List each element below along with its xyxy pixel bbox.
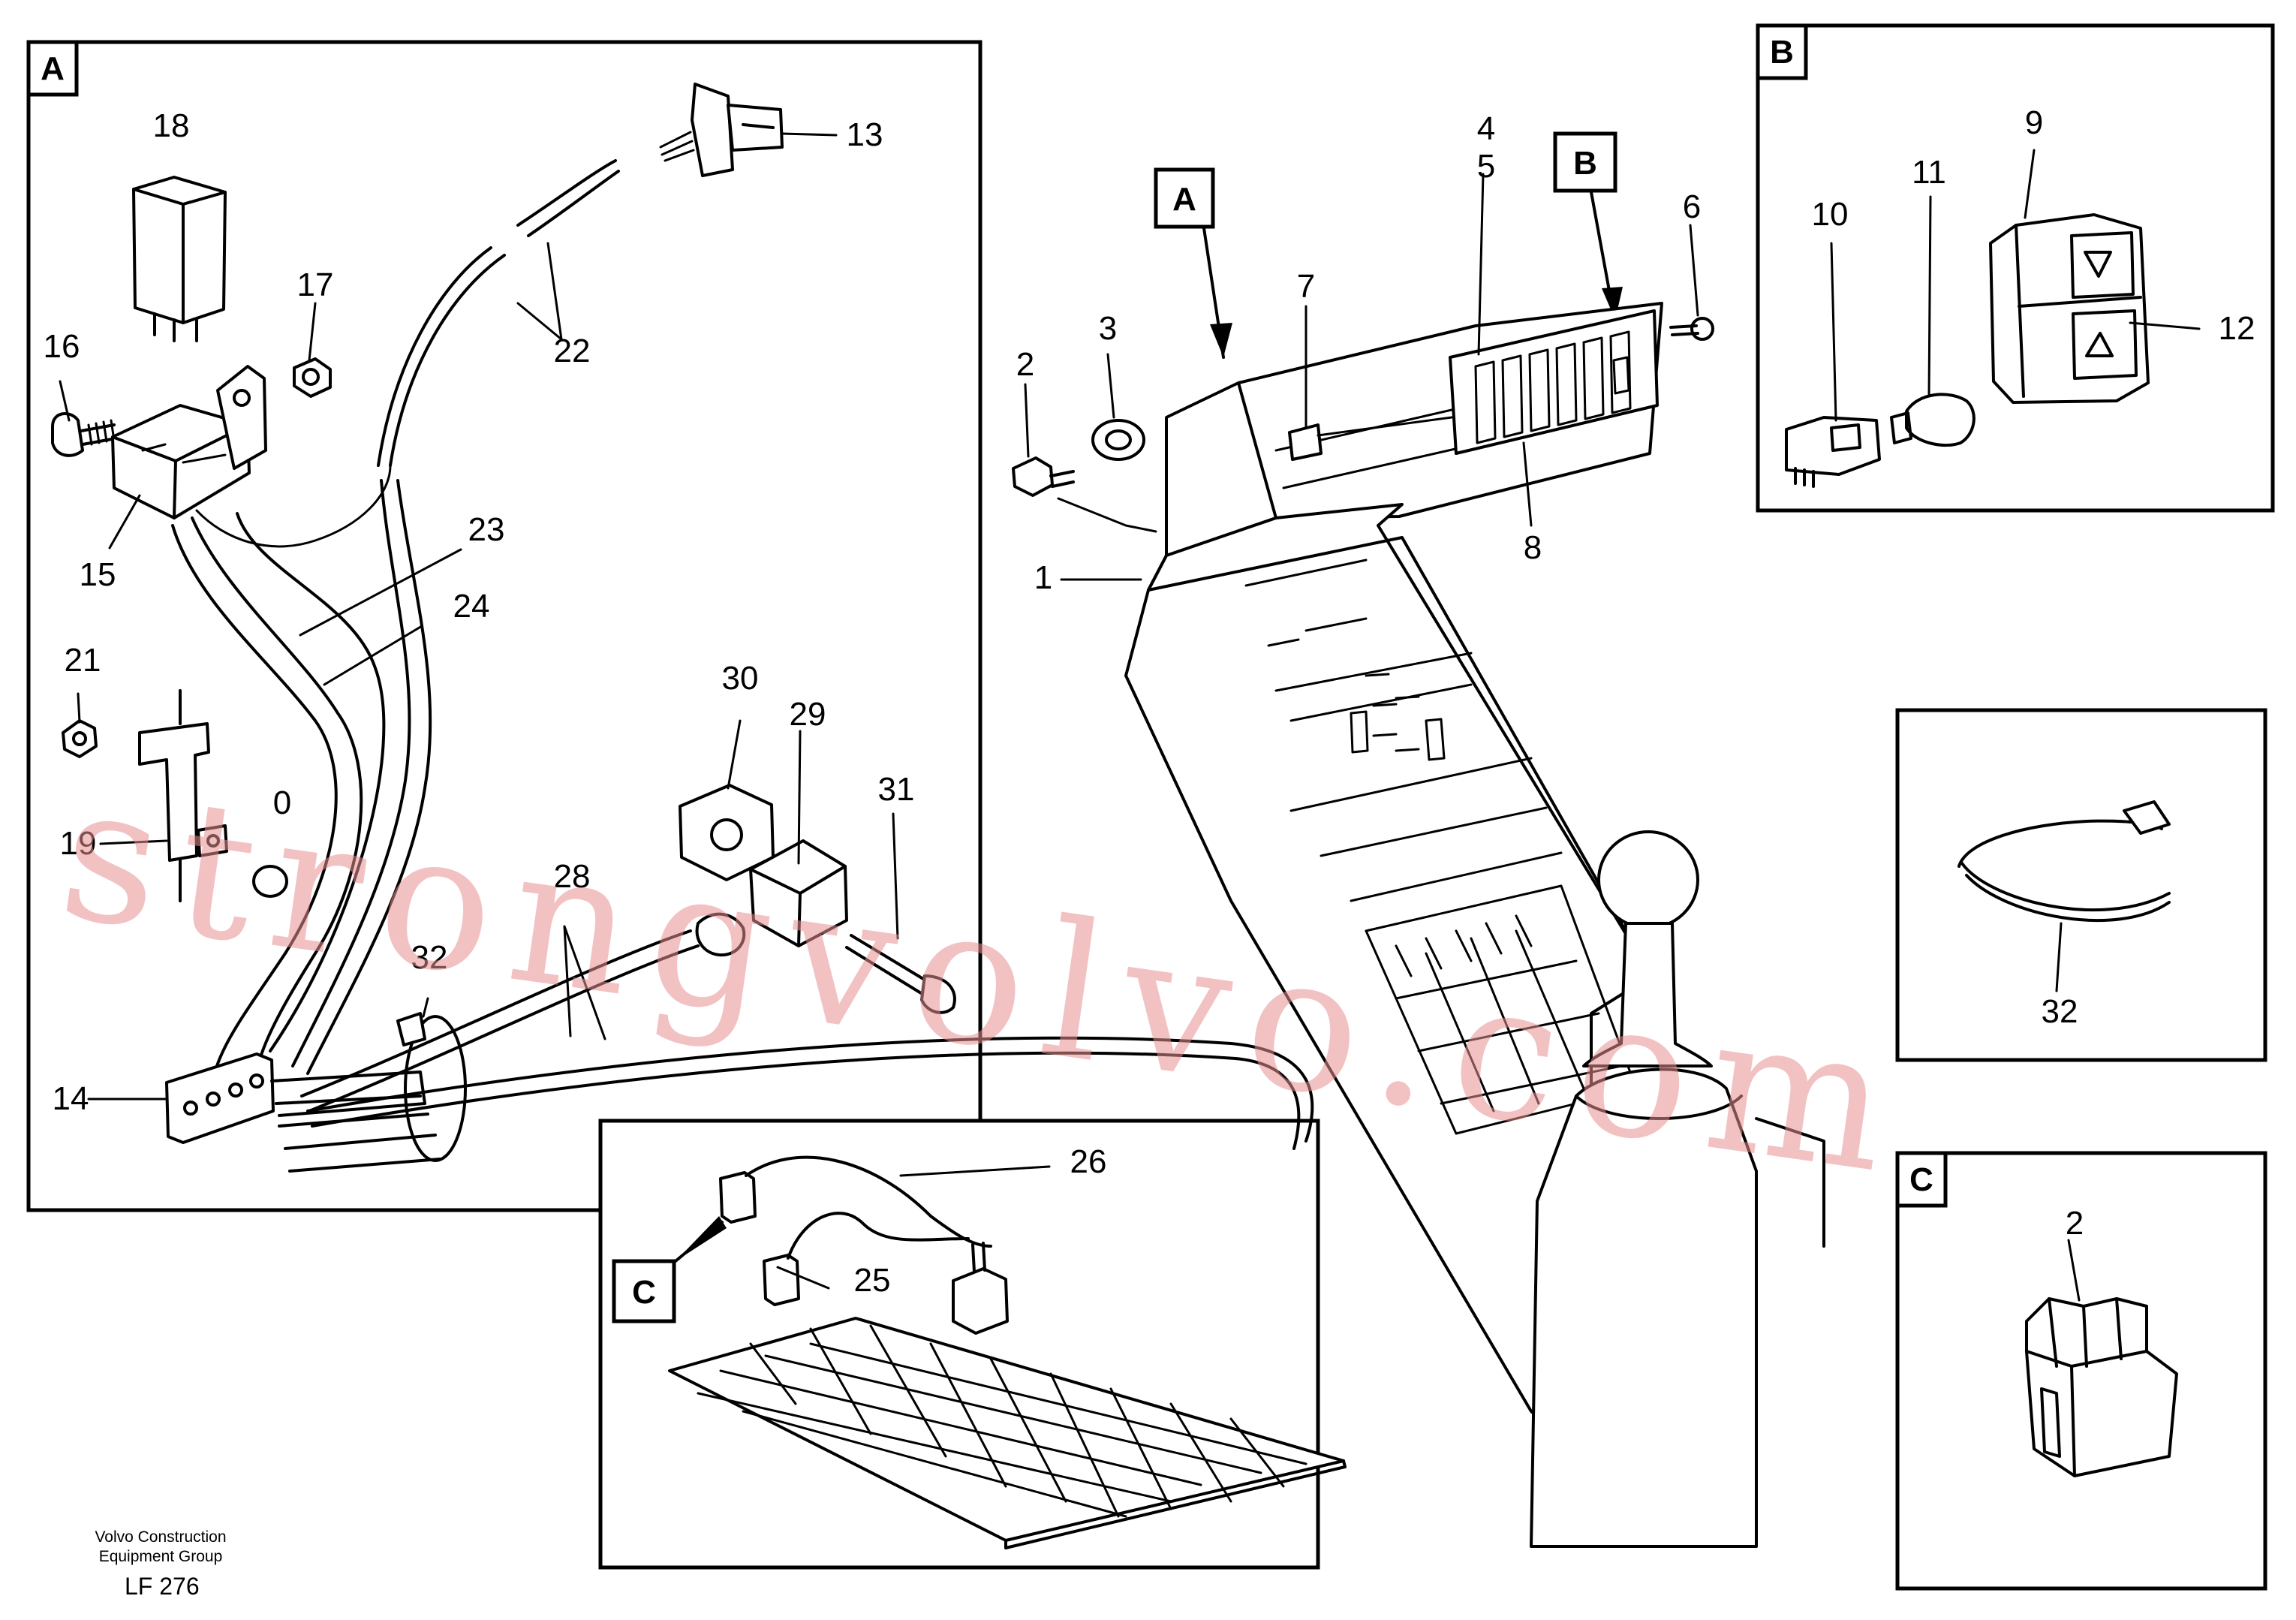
flasher-15 (111, 365, 267, 519)
detail-frame-32 (1895, 708, 2267, 1062)
pointer-tags: A B C (612, 131, 1623, 1323)
nut-17 (293, 357, 332, 398)
footer-company-line1: Volvo Construction (95, 1528, 226, 1546)
callout-13: 13 (847, 116, 883, 153)
bulb-holder-29-30 (679, 784, 848, 957)
callout-22: 22 (554, 333, 591, 369)
callout-19: 19 (60, 825, 97, 862)
bolt-2 (1012, 456, 1157, 533)
callout-24: 24 (453, 588, 490, 625)
detail-a-parts (51, 83, 1314, 1173)
bolt-16 (51, 412, 117, 457)
callout-numbers: 1 2 3 4 5 6 7 8 9 10 11 12 13 14 15 16 1… (44, 104, 2255, 1299)
callout-26: 26 (1070, 1143, 1107, 1180)
callout-20: 0 (273, 784, 291, 821)
corner-label-a: A (41, 50, 65, 87)
callout-10: 10 (1812, 196, 1849, 233)
washer-3 (1091, 419, 1145, 461)
callout-2: 2 (1016, 346, 1034, 383)
joystick (1530, 830, 1825, 1548)
callout-7: 7 (1297, 268, 1315, 305)
callout-30: 30 (722, 660, 759, 697)
callout-28: 28 (554, 858, 591, 895)
leader-lines (59, 132, 2201, 1302)
bulb-holder-10 (1785, 416, 1881, 488)
resistor-19 (138, 689, 228, 902)
footer: Volvo Construction Equipment Group LF 27… (95, 1528, 226, 1600)
detail-b-parts (1785, 213, 2150, 488)
pointer-tag-c: C (632, 1274, 656, 1311)
callout-8: 8 (1524, 529, 1542, 566)
callout-29: 29 (790, 696, 826, 733)
corner-label-c: C (1909, 1161, 1933, 1198)
bulb-11 (1890, 393, 1976, 447)
callout-1: 1 (1034, 559, 1052, 596)
corner-labels: A B C (26, 23, 1948, 1208)
relay-18 (132, 176, 227, 342)
corner-label-b: B (1770, 34, 1794, 71)
terminal-block-14 (165, 1052, 441, 1173)
callout-16: 16 (44, 328, 80, 365)
callout-21: 21 (65, 642, 101, 679)
callout-25: 25 (854, 1262, 891, 1299)
callout-4: 4 (1477, 110, 1495, 147)
cable-tie-32 (1957, 800, 2171, 922)
detail-frame-c (1895, 1151, 2267, 1591)
callout-27: 2 (2066, 1205, 2084, 1242)
callout-6: 6 (1683, 188, 1701, 225)
dashboard-assembly (1012, 302, 1825, 1548)
callout-11: 11 (1912, 154, 1946, 191)
pointer-tag-a: A (1172, 181, 1196, 218)
connector-13 (659, 83, 784, 177)
callout-15: 15 (80, 556, 116, 593)
bolt-31 (845, 934, 956, 1014)
detail-frame-c-board (598, 1119, 1320, 1570)
callout-32-a: 32 (411, 939, 448, 976)
detail-frames (26, 23, 2275, 1591)
connector-c (2025, 1297, 2178, 1477)
footer-drawing-code: LF 276 (125, 1573, 200, 1600)
callout-17: 17 (297, 266, 334, 303)
callout-23: 23 (468, 511, 505, 548)
callout-9: 9 (2025, 104, 2043, 141)
callout-5: 5 (1477, 148, 1495, 185)
callout-32-b: 32 (2042, 993, 2078, 1030)
pointer-tag-b: B (1573, 145, 1597, 182)
callout-3: 3 (1099, 310, 1117, 347)
switch-9-12 (1989, 213, 2150, 404)
callout-14: 14 (53, 1080, 89, 1117)
callout-12: 12 (2219, 310, 2255, 347)
callout-18: 18 (153, 107, 190, 144)
switch-panel-4-5-8 (1449, 309, 1659, 455)
cap-20 (252, 865, 288, 898)
detail-frame-b (1756, 23, 2275, 513)
callout-31: 31 (878, 771, 915, 808)
footer-company-line2: Equipment Group (99, 1548, 223, 1565)
circuit-board (668, 1155, 1347, 1549)
